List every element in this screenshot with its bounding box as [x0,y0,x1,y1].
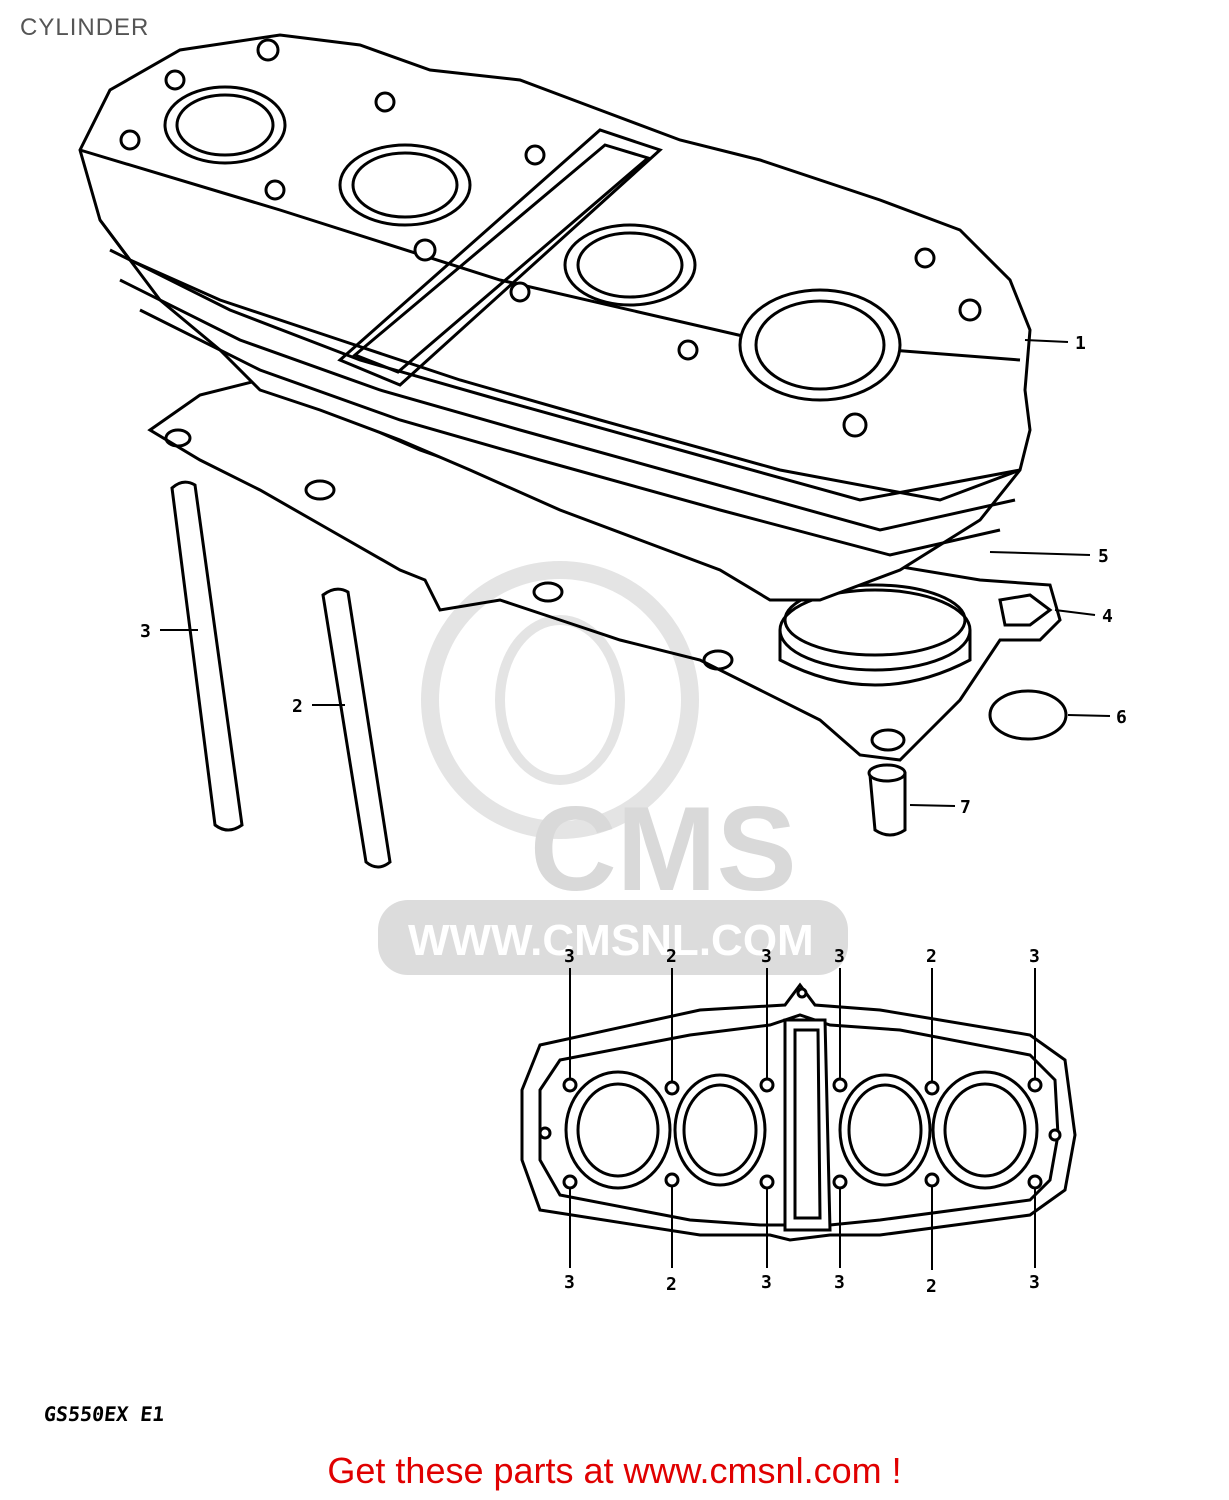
gasket-top-labels: 3 2 3 3 2 3 [564,946,1040,967]
gasket-label-bottom-1: 3 [564,1272,575,1293]
gasket-label-top-3: 3 [761,946,772,967]
gasket-label-bottom-2: 2 [666,1274,677,1295]
gasket-bottom-labels: 3 2 3 3 2 3 [564,1272,1040,1297]
gasket-leaders [569,968,1036,1270]
gasket-top-view [520,982,1077,1242]
stud-long [170,480,244,832]
page-title: CYLINDER [20,14,150,41]
callout-o-ring: 6 [1116,707,1127,728]
callout-head-gasket: 5 [1098,546,1109,567]
watermark: CMS WWW.CMSNL.COM [378,561,848,975]
gasket-label-bottom-3: 3 [761,1272,772,1293]
stud-short [321,587,392,869]
gasket-label-top-2: 2 [666,946,677,967]
o-ring [988,689,1068,741]
callout-leaders [160,339,1111,807]
model-code: GS550EX E1 [42,1402,166,1426]
callout-base-gasket: 4 [1102,606,1113,627]
gasket-label-top-4: 3 [834,946,845,967]
dowel-pin [867,763,907,837]
gasket-label-bottom-6: 3 [1029,1272,1040,1293]
parts-diagram: CMS WWW.CMSNL.COM [78,33,1127,1297]
gasket-label-top-5: 2 [926,946,937,967]
watermark-url: WWW.CMSNL.COM [408,916,814,965]
cylinder-block [78,33,1032,602]
watermark-brand: CMS [530,782,797,916]
callout-stud-short: 2 [292,696,303,717]
call-to-action-link[interactable]: Get these parts at www.cmsnl.com ! [327,1450,902,1491]
gasket-label-top-1: 3 [564,946,575,967]
callout-stud-long: 3 [140,621,151,642]
gasket-label-top-6: 3 [1029,946,1040,967]
callout-dowel-pin: 7 [960,797,971,818]
gasket-label-bottom-5: 2 [926,1276,937,1297]
cylinder-liner-ring [778,583,972,687]
callout-cylinder: 1 [1075,333,1086,354]
gasket-label-bottom-4: 3 [834,1272,845,1293]
